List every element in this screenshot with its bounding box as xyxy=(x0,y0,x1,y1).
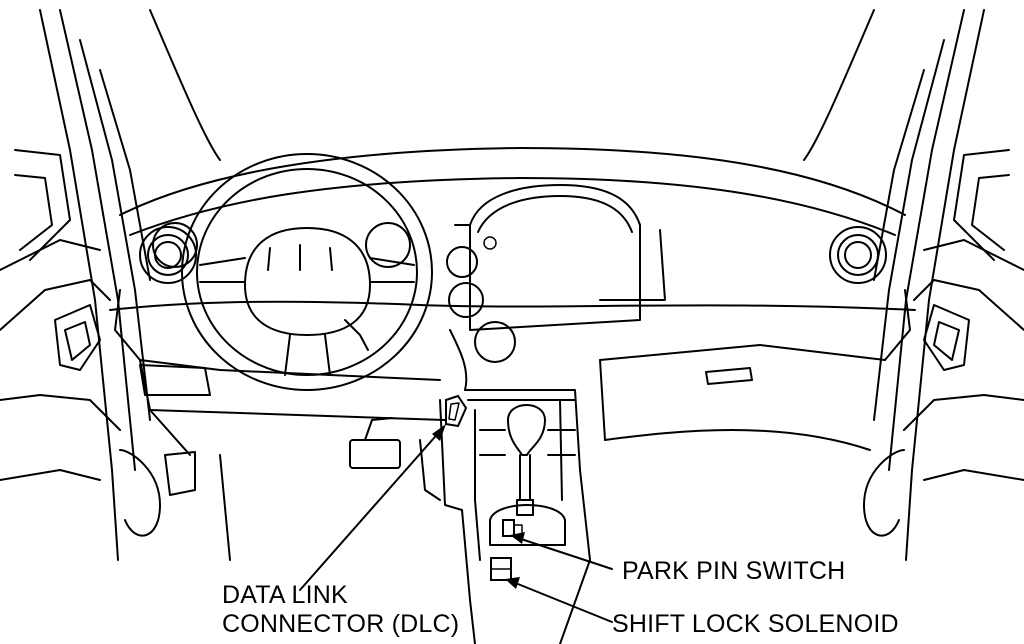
left-air-vent xyxy=(139,226,197,284)
data-link-connector-part xyxy=(445,394,468,428)
center-display xyxy=(454,184,666,331)
center-console xyxy=(461,389,591,644)
leader-shift-lock-solenoid xyxy=(505,577,613,623)
dashboard-outline xyxy=(109,9,916,456)
center-control-knobs xyxy=(446,246,516,391)
leader-park-pin-switch xyxy=(510,532,613,570)
shift-lock-solenoid-label: SHIFT LOCK SOLENOID xyxy=(612,610,899,638)
glove-box-handle xyxy=(705,367,753,385)
shift-lock-solenoid-part xyxy=(490,557,512,581)
right-air-vent xyxy=(829,226,887,284)
park-pin-switch-label: PARK PIN SWITCH xyxy=(622,557,846,585)
left-door-frame xyxy=(0,9,161,561)
shift-knob xyxy=(507,404,546,516)
dlc-label-line2: CONNECTOR (DLC) xyxy=(222,610,460,638)
steering-wheel xyxy=(152,153,433,391)
right-door-frame xyxy=(863,9,1024,561)
leader-dlc xyxy=(299,424,446,591)
lower-left-dash xyxy=(139,364,463,561)
dlc-label-line1: DATA LINK xyxy=(222,581,348,609)
